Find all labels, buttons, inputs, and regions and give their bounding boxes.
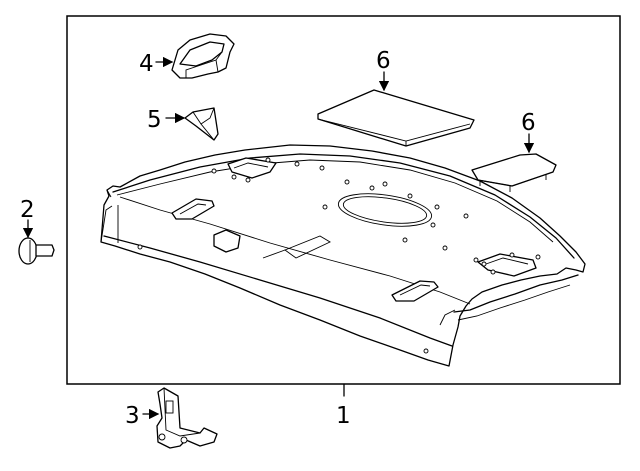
callout-6-lower: 6: [521, 110, 536, 136]
callout-4: 4: [139, 51, 154, 77]
callout-6-upper: 6: [376, 48, 391, 74]
part-2-push-pin[interactable]: [18, 237, 55, 265]
part-5-bracket[interactable]: [184, 107, 219, 141]
package-shelf-panel[interactable]: [100, 144, 586, 367]
callout-5: 5: [147, 107, 162, 133]
part-3-bracket[interactable]: [156, 387, 218, 449]
part-4-cover[interactable]: [171, 33, 235, 79]
callout-3: 3: [125, 403, 140, 429]
callout-1: 1: [336, 403, 351, 429]
part-6-vent-grille[interactable]: [471, 153, 557, 192]
mounting-holes: [137, 157, 541, 354]
part-6-cover-pad[interactable]: [317, 89, 475, 147]
callout-2: 2: [20, 197, 35, 223]
